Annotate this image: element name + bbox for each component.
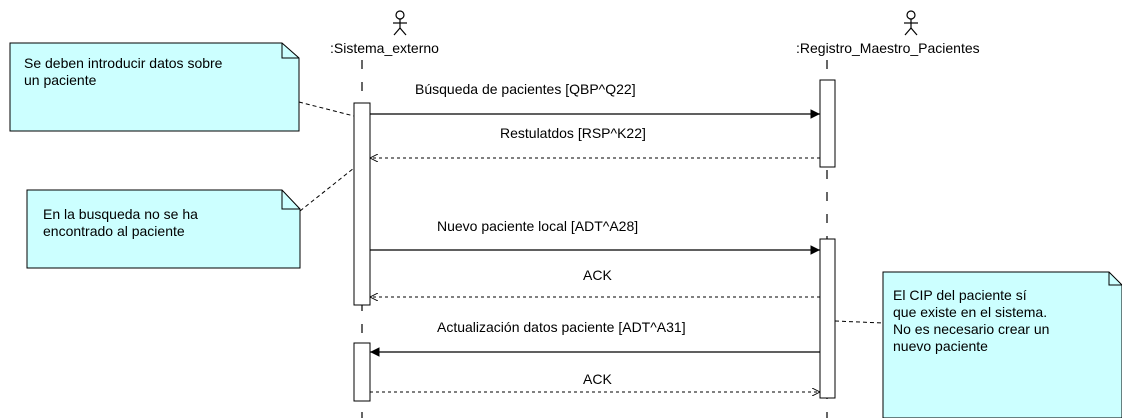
message-label: ACK	[583, 267, 612, 283]
note-connector	[834, 320, 884, 324]
message-label: Búsqueda de pacientes [QBP^Q22]	[415, 81, 636, 97]
activation-bar	[353, 102, 371, 306]
message-label: ACK	[583, 371, 612, 387]
lifeline-label: :Registro_Maestro_Pacientes	[796, 40, 980, 56]
note-connector	[299, 167, 355, 212]
note-text: El CIP del paciente sí que existe en el …	[893, 287, 1050, 354]
actor-icon	[904, 10, 918, 36]
message-label: Actualización datos paciente [ADT^A31]	[437, 319, 686, 335]
activation-bar	[819, 238, 836, 399]
lifeline-label: :Sistema_externo	[330, 40, 439, 56]
note-shape	[9, 42, 300, 132]
actor-icon	[393, 10, 407, 36]
note-text: Se deben introducir datos sobre un pacie…	[24, 55, 223, 88]
note-text: En la busqueda no se ha encontrado al pa…	[43, 206, 198, 239]
activation-bar	[819, 79, 836, 168]
note-connector	[298, 101, 355, 117]
note-shape	[882, 271, 1122, 418]
message-label: Restulatdos [RSP^K22]	[500, 125, 646, 141]
note-shape	[26, 189, 301, 269]
activation-bar	[353, 342, 371, 402]
message-label: Nuevo paciente local [ADT^A28]	[437, 218, 639, 234]
